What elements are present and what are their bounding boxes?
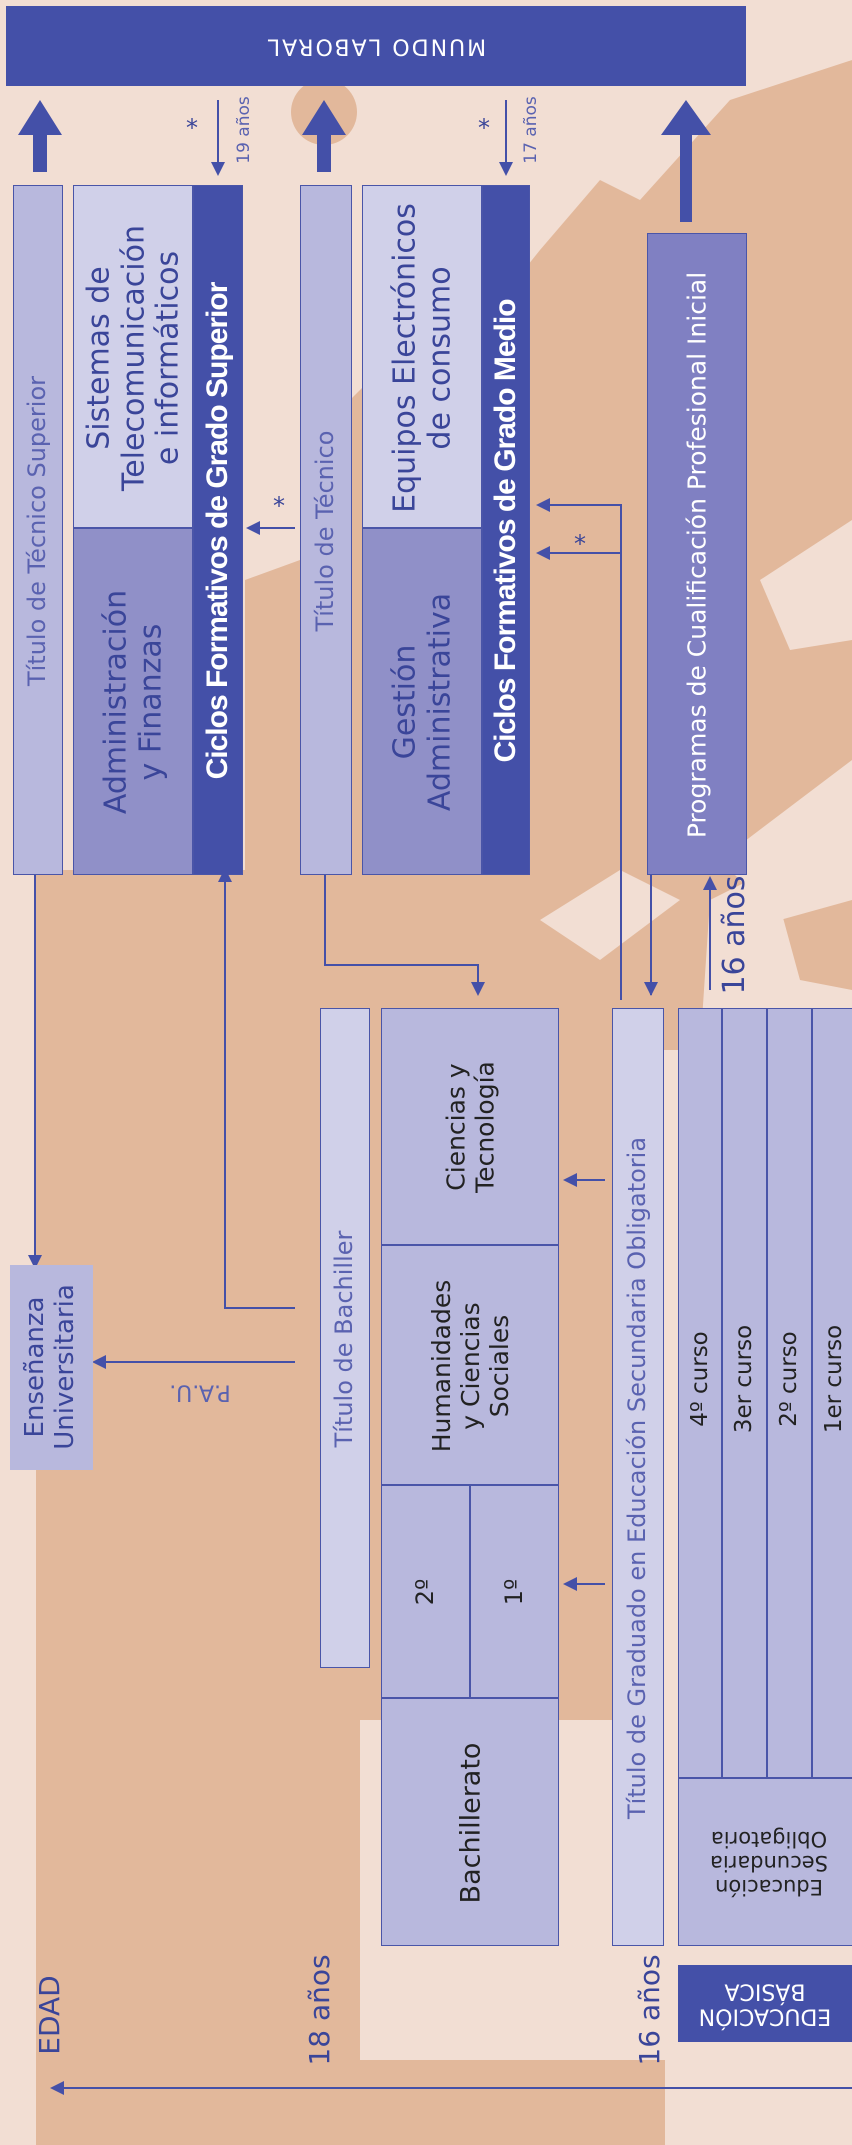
pcpi-box: Programas de Cualificación Profesional I…: [647, 233, 747, 875]
titulo-eso-label: Título de Graduado en Educación Secundar…: [623, 1136, 652, 1820]
ciencias-line-2: Tecnología: [470, 1061, 499, 1193]
educacion-basica-label: EDUCACIÓN BÁSICA: [698, 1978, 832, 2029]
eso-curso-1-label: 1er curso: [820, 1324, 847, 1434]
sistemas-telecomunicacion-box: Sistemas de Telecomunicación e informáti…: [73, 185, 193, 528]
bachillerato-box: Bachillerato: [381, 1698, 559, 1946]
titulo-tecnico-superior-box: Título de Técnico Superior: [13, 185, 63, 875]
humanidades-line-1: Humanidades: [426, 1279, 456, 1453]
basica-line-1: EDUCACIÓN: [698, 2003, 832, 2029]
administracion-finanzas-box: Administración y Finanzas: [73, 528, 193, 875]
ensenanza-universitaria-box: Enseñanza Universitaria: [10, 1265, 93, 1470]
ensenanza-universitaria-label: Enseñanza Universitaria: [20, 1284, 81, 1450]
eso-line-3: Obligatoria: [710, 1826, 828, 1851]
eso-curso-3-label: 3er curso: [730, 1324, 757, 1434]
basica-line-2: BÁSICA: [724, 1978, 806, 2003]
age-18-axis: 18 años: [302, 1954, 336, 2066]
age-16-axis: 16 años: [632, 1954, 666, 2066]
eso-curso-3-box: 3er curso: [722, 1008, 767, 1778]
titulo-bachiller-box: Título de Bachiller: [320, 1008, 370, 1668]
eso-curso-2-label: 2º curso: [775, 1331, 802, 1427]
ciencias-tecnologia-label: Ciencias y Tecnología: [441, 1061, 500, 1193]
ciencias-line-1: Ciencias y: [441, 1063, 471, 1191]
titulo-tecnico-box: Título de Técnico: [300, 185, 352, 875]
educacion-basica-box: EDUCACIÓN BÁSICA: [678, 1965, 852, 2042]
gestion-administrativa-box: Gestión Administrativa: [362, 528, 482, 875]
up-arrows: [18, 100, 711, 222]
humanidades-line-2: y Ciencias: [455, 1302, 485, 1430]
edad-label: EDAD: [32, 1975, 66, 2055]
pau-label: P.A.U.: [169, 1379, 231, 1405]
ciclos-grado-medio-banner: Ciclos Formativos de Grado Medio: [482, 185, 530, 875]
asterisk-superior: *: [186, 114, 198, 142]
eso-label: Educación Secundaria Obligatoria: [710, 1827, 828, 1899]
eso-curso-2-box: 2º curso: [767, 1008, 812, 1778]
universitaria-line-2: Universitaria: [50, 1284, 80, 1450]
eso-box: Educación Secundaria Obligatoria: [678, 1778, 852, 1946]
eso-curso-4-label: 4º curso: [686, 1331, 713, 1427]
bachillerato-curso-1-box: 1º: [470, 1485, 559, 1698]
asterisk-medio: *: [478, 114, 490, 142]
ciencias-tecnologia-box: Ciencias y Tecnología: [381, 1008, 559, 1245]
bachillerato-label: Bachillerato: [455, 1742, 487, 1904]
eso-curso-4-box: 4º curso: [678, 1008, 722, 1778]
ciclos-grado-superior-banner: Ciclos Formativos de Grado Superior: [193, 185, 243, 875]
asterisk-grado-medio-arrow: *: [574, 530, 586, 558]
titulo-bachiller-label: Título de Bachiller: [330, 1230, 359, 1448]
titulo-eso-box: Título de Graduado en Educación Secundar…: [612, 1008, 664, 1946]
humanidades-box: Humanidades y Ciencias Sociales: [381, 1245, 559, 1485]
universitaria-line-1: Enseñanza: [20, 1296, 51, 1438]
humanidades-label: Humanidades y Ciencias Sociales: [426, 1279, 514, 1453]
eso-line-1: Educación: [715, 1875, 823, 1900]
bachillerato-curso-2-box: 2º: [381, 1485, 470, 1698]
eso-curso-1-box: 1er curso: [812, 1008, 852, 1778]
mundo-laboral-box: MUNDO LABORAL: [6, 6, 746, 86]
bachillerato-curso-2-label: 2º: [411, 1578, 440, 1606]
humanidades-line-3: Sociales: [484, 1314, 514, 1418]
asterisk-grado-superior-arrow: *: [273, 492, 285, 520]
bachillerato-curso-1-label: 1º: [500, 1578, 529, 1606]
equipos-electronicos-box: Equipos Electrónicos de consumo: [362, 185, 482, 528]
eso-line-2: Secundaria: [710, 1851, 828, 1876]
